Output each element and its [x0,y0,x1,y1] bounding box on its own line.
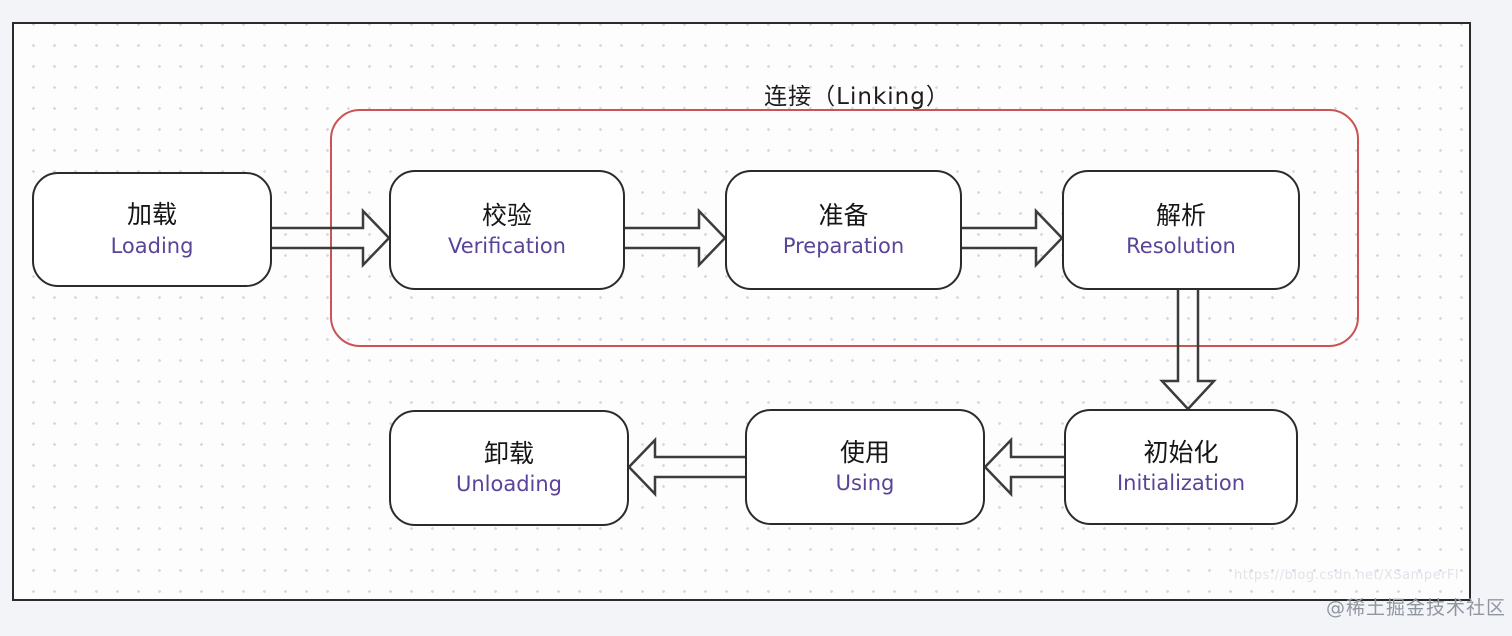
node-initialization: 初始化 Initialization [1064,409,1298,525]
node-preparation: 准备 Preparation [725,170,962,290]
node-loading-label-en: Loading [110,233,194,258]
node-unloading: 卸载 Unloading [389,410,629,526]
arrow-initialization-to-using [983,436,1064,498]
node-initialization-label-zh: 初始化 [1143,437,1219,467]
node-unloading-label-en: Unloading [455,472,563,497]
arrow-using-to-unloading [627,436,745,498]
node-using-label-zh: 使用 [839,437,890,467]
watermark-url: https://blog.csdn.net/XSamperFl [1233,568,1459,583]
node-loading: 加载 Loading [32,172,272,287]
node-preparation-label-en: Preparation [782,234,905,259]
node-verification-label-en: Verification [448,234,566,259]
node-using: 使用 Using [745,409,985,525]
node-using-label-en: Using [835,471,895,496]
watermark-community: @稀土掘金技术社区 [1325,597,1506,619]
node-verification-label-zh: 校验 [481,200,532,230]
node-resolution-label-zh: 解析 [1155,200,1206,230]
node-initialization-label-en: Initialization [1116,471,1246,496]
node-unloading-label-zh: 卸载 [483,438,534,468]
node-preparation-label-zh: 准备 [818,200,869,230]
node-resolution-label-en: Resolution [1126,234,1236,259]
linking-group-title: 连接（Linking） [764,84,950,110]
diagram-canvas: 连接（Linking） 加载 Loading 校验 Verification 准… [12,22,1471,601]
node-loading-label-zh: 加载 [126,200,177,230]
node-resolution: 解析 Resolution [1062,170,1300,290]
node-verification: 校验 Verification [389,170,625,290]
